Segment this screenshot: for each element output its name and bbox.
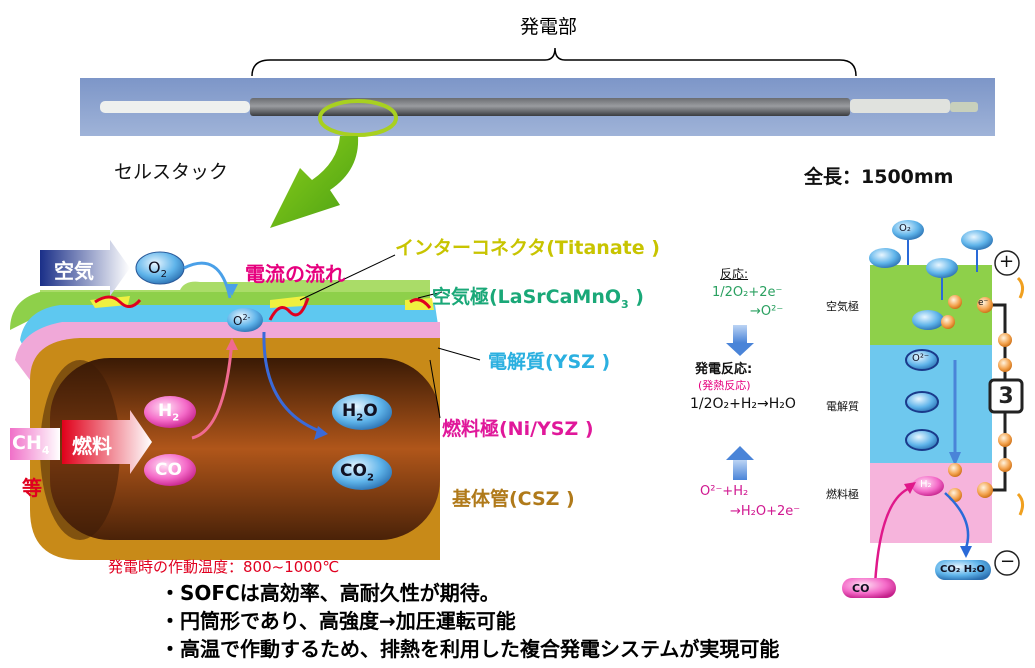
o2-flow-arrow [183,261,232,299]
cell-o2-ion-label: O²⁻ [912,353,930,364]
cell-h2-label: H₂ [920,479,932,490]
electrolyte-label: 電解質(YSZ ) [488,351,611,373]
co-bubble [144,454,196,486]
co-label: CO [155,460,182,480]
tube-end-right [850,99,950,113]
cell-o2-label: O₂ [899,223,911,234]
cell-stack-label: セルスタック [114,161,229,183]
h2o-bubble [332,394,392,430]
h2o-label: H2O [342,401,378,424]
zoom-arrow [270,136,359,228]
air-label: 空気 [54,259,94,283]
air-arrow [40,240,130,296]
operating-temperature: 発電時の作動温度：800~1000℃ [108,558,340,576]
electrolyte-layer [20,305,438,360]
reaction-title: 反応: [720,267,749,281]
etc-label: 等 [22,476,42,500]
power-reaction-title: 発電反応: [695,362,753,377]
bullet-3: ・高温で作動するため、排熱を利用した複合発電システムが実現可能 [160,637,780,661]
exothermic-label: (発熱反応) [698,379,751,392]
h2-label: H2 [158,401,180,424]
air-electrode-label: 空気極(LaSrCaMnO3 ) [432,286,644,311]
current-line [94,295,142,308]
cell-air-electrode-label: 空気極 [826,300,859,313]
reaction-arrow-down [726,343,754,356]
co2-label: CO2 [340,461,374,484]
reaction-arrow-up [726,446,754,460]
fuel-electrode-label: 燃料極(Ni/YSZ ) [442,418,594,440]
o2-ion-label: O2- [233,313,251,328]
anode-reaction-1: O²⁻+H₂ [700,484,749,499]
fuel-label: 燃料 [72,434,112,458]
plus-sign: + [999,251,1015,272]
minus-terminal-icon [994,550,1020,576]
interconnector-label: インターコネクタ(Titanate ) [395,237,660,259]
co2-bubble [332,454,392,490]
fuel-flow-arrow [191,339,234,440]
cell-e-label: e⁻ [978,298,989,308]
substrate-label: 基体管(CSZ ) [452,488,575,510]
cell-stack-tube [250,98,850,116]
highlight-circle [318,99,398,137]
power-section-bracket [251,47,857,77]
total-length-label: 全長：1500mm [804,166,954,188]
fuel-electrode-layer [15,322,440,380]
anode-reaction-2: →H₂O+2e⁻ [730,504,801,519]
svg-text:3: 3 [998,384,1013,409]
cell-air-electrode [870,265,992,345]
cell-co2-h2o-label: CO₂ H₂O [940,564,985,575]
cell-electrolyte-label: 電解質 [826,400,859,413]
power-reaction: 1/2O₂+H₂→H₂O [690,396,796,412]
current-flow-label: 電流の流れ [245,262,345,286]
h2-bubble [144,396,196,428]
power-section-label: 発電部 [520,16,578,38]
plus-terminal-icon [994,250,1020,276]
bullet-1: ・SOFCは高効率、高耐久性が期待。 [160,581,500,605]
cathode-reaction-2: →O²⁻ [750,304,784,319]
bullet-2: ・円筒形であり、高強度→加圧運転可能 [160,609,516,633]
cell-fuel-electrode [870,463,992,543]
o2-bubble-label: O2 [148,258,167,281]
load-icon [988,378,1024,414]
ch4-label: CH4 [12,432,50,457]
o2-ion-bubble [227,308,263,332]
cell-fuel-electrode-label: 燃料極 [826,488,859,501]
o2-ion-flow-arrow [262,331,323,434]
tube-end-left [100,101,250,113]
minus-sign: − [1000,551,1016,572]
fuel-arrow [62,410,152,474]
cell-co-label: CO [852,582,870,595]
cathode-reaction-1: 1/2O₂+2e⁻ [712,285,783,300]
